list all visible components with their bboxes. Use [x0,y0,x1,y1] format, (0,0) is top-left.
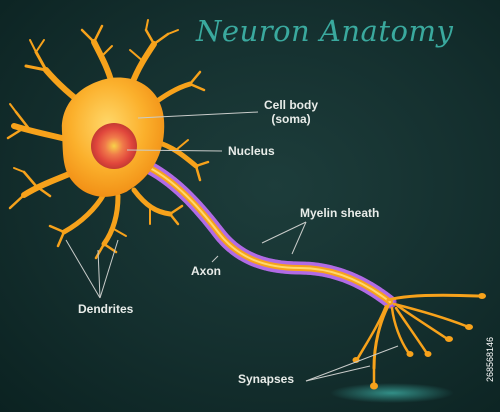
dendrites-label: Dendrites [78,302,134,316]
synapses-label: Synapses [238,372,295,386]
synaptic-terminals [352,293,486,390]
cell-body-label: Cell body (soma) [264,98,318,126]
diagram-title: Neuron Anatomy [196,14,454,48]
leader-lines [65,111,399,382]
cell-body-label-line1: Cell body [264,98,319,112]
axon-terminals [356,293,480,386]
axon [143,161,397,309]
nucleus-label: Nucleus [228,144,275,158]
nucleus [91,123,137,169]
stock-id-watermark: 268568146 [485,336,495,382]
synapse-glow [330,383,454,403]
cell-body-label-line2: (soma) [271,112,311,126]
myelin-sheath-label: Myelin sheath [300,206,380,220]
axon-label: Axon [191,264,221,278]
